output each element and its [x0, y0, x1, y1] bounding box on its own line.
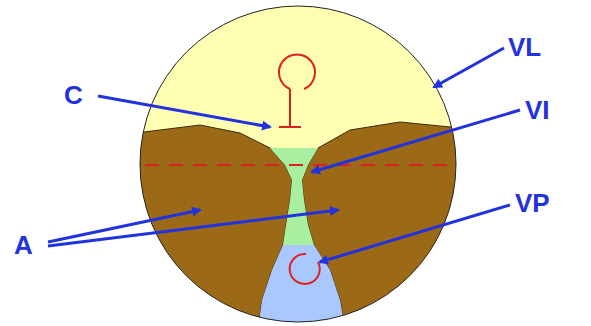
outline-circle [140, 6, 456, 322]
leader-line [98, 96, 270, 127]
red-loop [279, 54, 315, 89]
red-ring [290, 254, 320, 284]
leader-line [320, 205, 510, 262]
leader-line [48, 210, 338, 246]
part-label: A [14, 232, 33, 258]
leader-line [434, 48, 504, 87]
red-stem [279, 89, 301, 127]
part-label: VP [515, 190, 550, 216]
dashed-axis [145, 164, 452, 166]
upper-region [100, 0, 500, 326]
part-label: VL [508, 34, 541, 60]
leader-line [312, 110, 520, 172]
narrow-channel [270, 148, 318, 245]
part-label: C [64, 82, 83, 108]
part-label: VI [525, 97, 550, 123]
